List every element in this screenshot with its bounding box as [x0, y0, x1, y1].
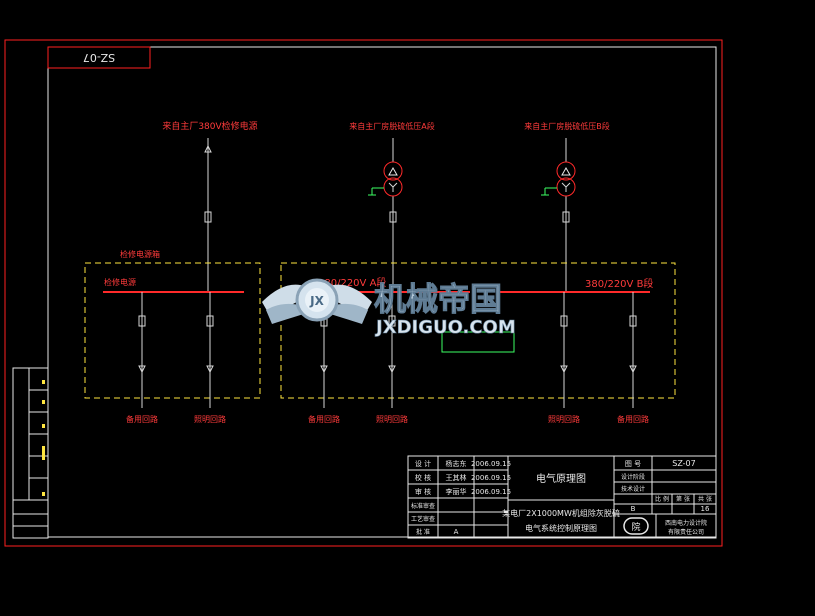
inner-frame: [47, 46, 717, 538]
row-date-0: 2006.09.15: [471, 460, 511, 468]
total-value: 16: [701, 505, 710, 513]
enclosure-left-label: 检修电源箱: [120, 249, 160, 259]
corner-code: SZ-07: [83, 51, 115, 64]
row-role-3: 标准审查: [411, 502, 435, 510]
row-name-2: 李丽华: [446, 487, 467, 496]
field-a: 设计阶段: [621, 473, 645, 481]
outgoing-label-4: 照明回路: [376, 414, 408, 424]
outgoing-label-1: 备用回路: [126, 414, 158, 424]
project-line-2: 电气系统控制原理图: [525, 523, 597, 533]
drawing-no: SZ-07: [672, 459, 695, 468]
row-name-5: A: [454, 528, 459, 536]
row-role-4: 工艺审查: [411, 515, 435, 523]
watermark-en: JXDIGUO.COM: [374, 317, 516, 338]
row-date-1: 2006.09.15: [471, 474, 511, 482]
drawing-title: 电气原理图: [536, 472, 586, 485]
row-date-2: 2006.09.15: [471, 488, 511, 496]
title-block: [407, 455, 717, 539]
sheet-value: B: [631, 505, 636, 513]
corner-code-box: [47, 46, 151, 69]
drawing-no-label: 图 号: [625, 460, 641, 468]
project-line-1: 某电厂2X1000MW机组除灰脱硫: [502, 508, 620, 518]
row-name-0: 杨志东: [446, 459, 467, 468]
signature-rows: 设 计 杨志东 2006.09.15 校 核 王其林 2006.09.15 审 …: [411, 459, 511, 536]
feed-label-1: 来自主厂380V检修电源: [162, 120, 257, 132]
bus-tie-box: [441, 331, 515, 353]
scale-label: 比 例: [655, 495, 669, 503]
left-side-strip: [12, 367, 49, 539]
field-b: 技术设计: [621, 485, 645, 493]
row-name-1: 王其林: [446, 473, 467, 482]
enclosure-right: [280, 262, 676, 399]
sheet-label: 第 张: [676, 495, 690, 503]
bus-b-label: 380/220V B段: [585, 277, 653, 290]
row-role-5: 批 准: [416, 528, 430, 536]
outgoing-label-6: 备用回路: [617, 414, 649, 424]
feeder-2: [368, 138, 403, 292]
total-label: 共 张: [698, 495, 712, 503]
company-line-1: 西南电力设计院: [665, 519, 707, 527]
feeder-3: [541, 138, 576, 292]
feeder-1: [204, 138, 212, 292]
company-logo-icon: 院: [623, 517, 649, 535]
outer-border: [4, 39, 723, 547]
row-role-1: 校 核: [415, 473, 431, 482]
bus-left-label: 检修电源: [104, 277, 136, 287]
outgoing-label-5: 照明回路: [548, 414, 580, 424]
watermark: JX 机械帝国 JXDIGUO.COM: [262, 278, 516, 338]
feed-label-3: 来自主厂房脱硫低压B段: [524, 121, 610, 131]
left-strip-marks: [42, 380, 45, 496]
company-line-2: 有限责任公司: [668, 528, 704, 536]
outgoing-label-3: 备用回路: [308, 414, 340, 424]
feed-label-2: 来自主厂房脱硫低压A段: [349, 121, 434, 131]
watermark-badge: JX: [309, 294, 324, 308]
row-role-0: 设 计: [415, 459, 431, 468]
row-role-2: 审 核: [415, 487, 431, 496]
enclosure-left: [84, 262, 261, 399]
logo-text: 院: [631, 521, 640, 533]
watermark-cn: 机械帝国: [374, 280, 502, 318]
outgoing-label-2: 照明回路: [194, 414, 226, 424]
